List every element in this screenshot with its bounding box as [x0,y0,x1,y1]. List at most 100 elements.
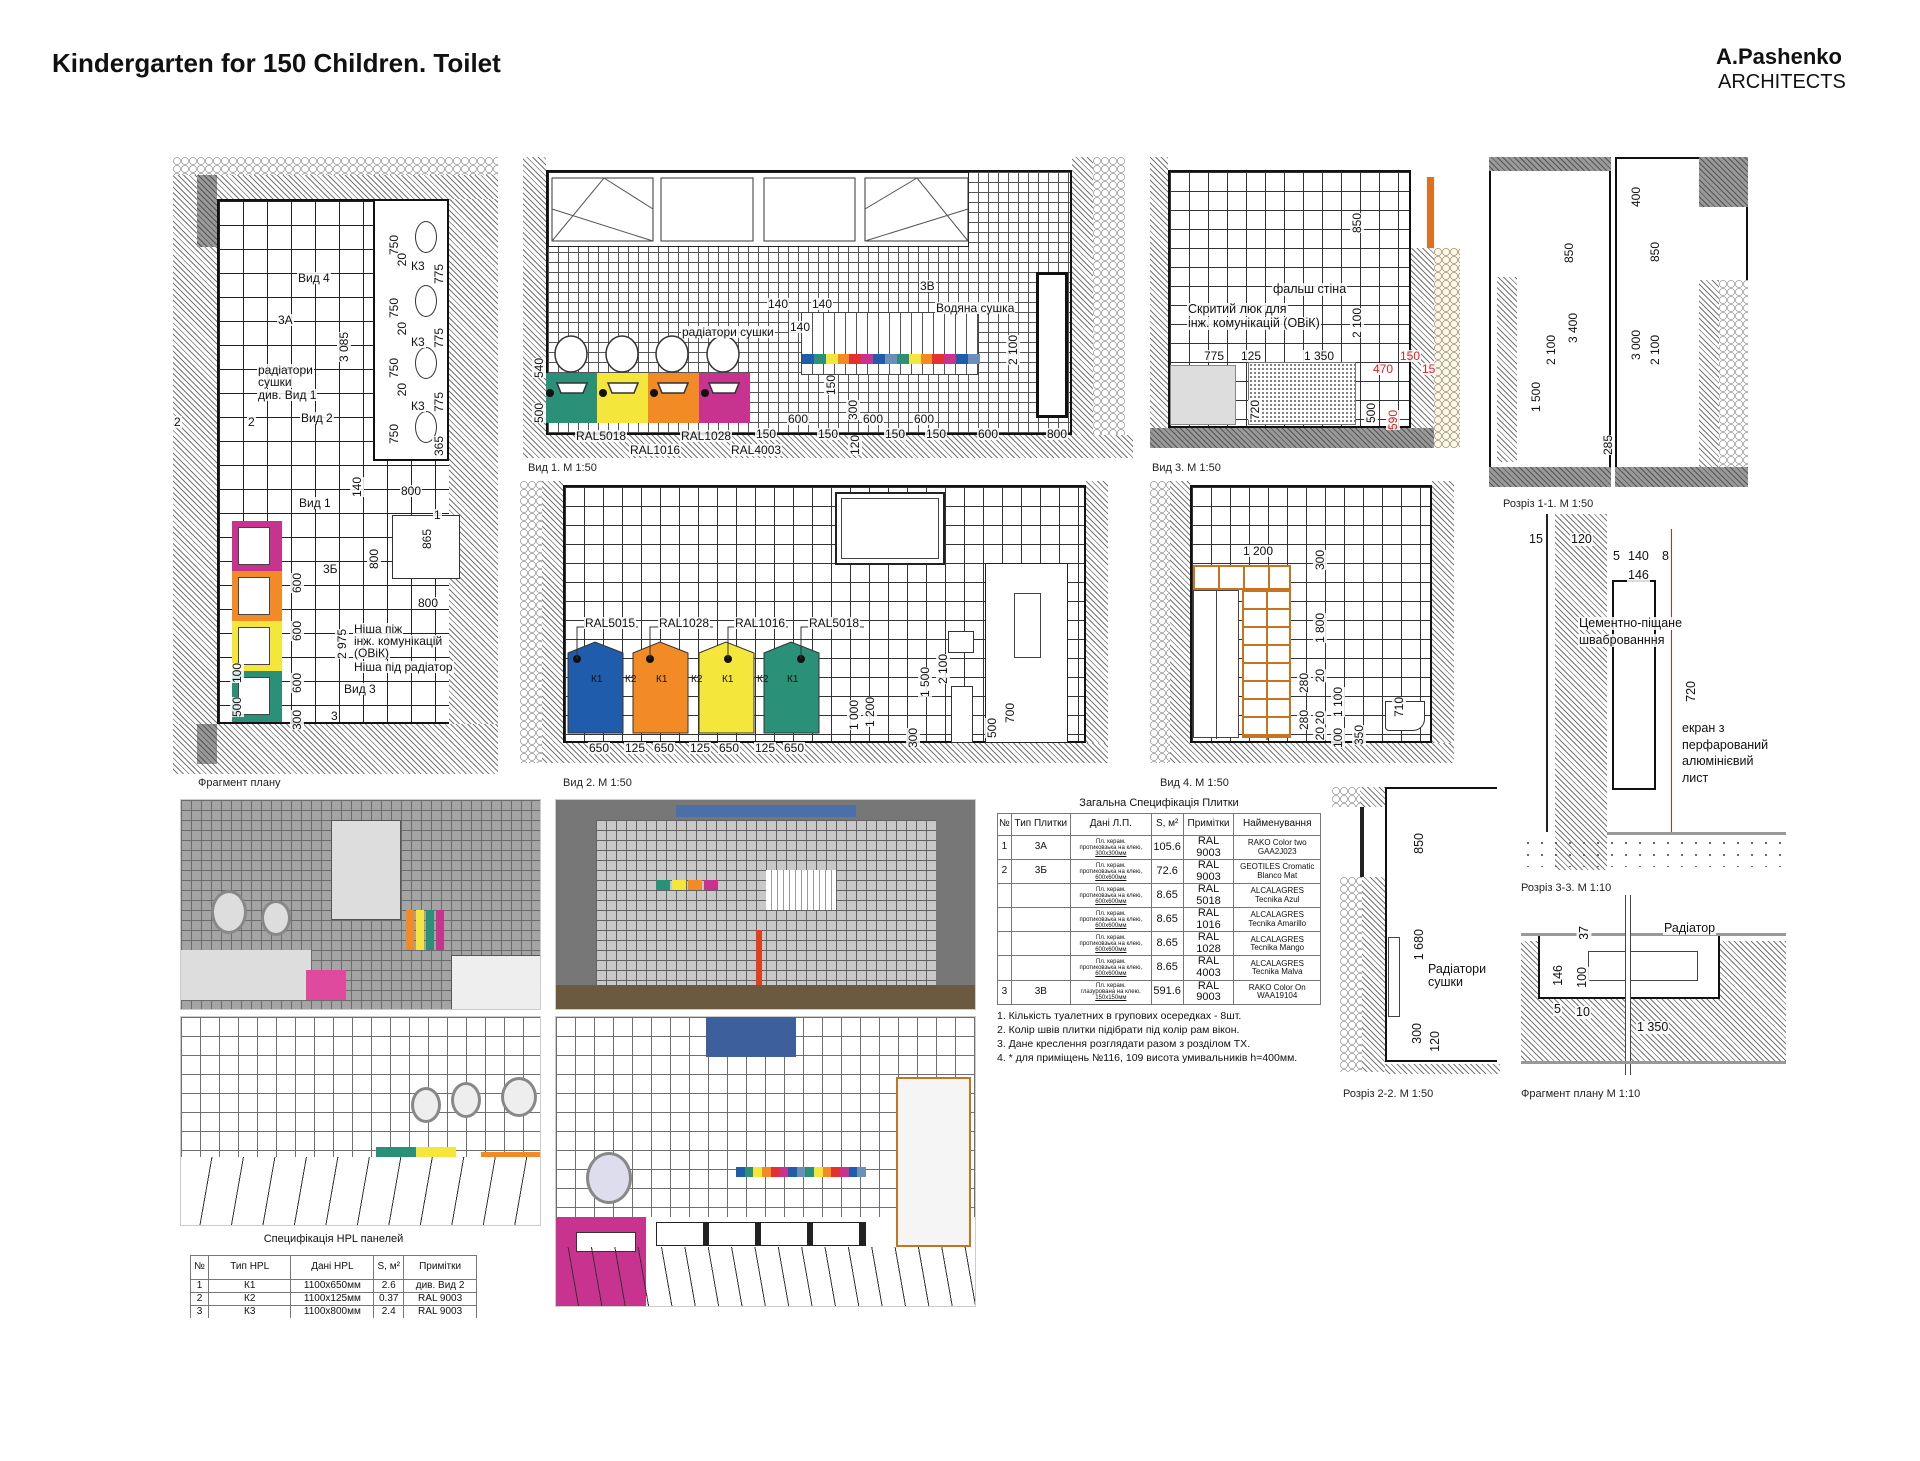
cell-data: Пл. керам.протиковзька на клею,600x600мм [1069,859,1152,885]
dryer-color-segment [840,1167,849,1177]
note: 4. * для приміщень №116, 109 висота умив… [997,1052,1298,1064]
column-header: Тип HPL [207,1255,292,1280]
dimension-label: 500 [532,403,546,424]
architect-logo-name: A.Pashenko [1716,44,1842,69]
dryer-color-segment [896,354,909,364]
annotation-label: Вид 3 [343,682,377,696]
dimension-label: 150 [817,427,840,441]
dimension-label: 600 [977,427,1000,441]
annotation-label: Водяна сушка [935,301,1016,315]
table-row: Пл. керам.протиковзька на клею,600x600мм… [997,955,1321,981]
dimension-label: 710 [1392,697,1406,718]
cell-number [997,955,1012,981]
annotation-label: RAL1016 [629,443,682,457]
cell-data-line: Пл. керам. [1096,838,1126,845]
dryer-color-segment [796,1167,806,1177]
dimension-label: 3 [330,709,339,723]
column-header: Тип Плитки [1010,813,1071,836]
annotation-label: Ніша піж [353,622,404,636]
dimension-label: 3А [277,313,294,327]
dryer-color-segment [956,354,969,364]
cell-area: 8.65 [1150,955,1184,981]
cell-name-line: Tecnika Malva [1251,967,1303,977]
dimension-label: 775 [432,328,446,349]
dimension-label: 20 [395,322,409,336]
column-header: Примітки [1182,813,1235,836]
annotation-label: К2 [757,674,769,685]
dimension-label: 1 000 [847,700,861,731]
table-row: Пл. керам.протиковзька на клею,600x600мм… [997,907,1321,933]
cell-data: Пл. керам.протиковзька на клею,600x600мм [1069,955,1152,981]
cell-note: RAL 4003 [1182,955,1235,981]
dimension-label: 140 [789,320,812,334]
cell-data-line: Пл. керам. [1096,910,1126,917]
cell-data-line: Пл. керам. [1096,862,1126,869]
dimension-label: 2 100 [1350,308,1364,339]
urinal-icon [415,347,437,379]
cell-data-line: 150x150мм [1095,995,1127,1002]
annotation-label: радіатори сушки [681,325,775,339]
cell-area: 8.65 [1150,931,1184,957]
cell-data-line: протиковзька на клею, [1079,916,1143,923]
view3-caption: Вид 3. М 1:50 [1152,462,1221,474]
render-toilet-3 [180,1016,541,1226]
cell-data: Пл. керам.глазурована на клею,150x150мм [1069,979,1152,1005]
annotation-label: сушки [1427,975,1464,989]
wall [217,175,498,199]
cell-note: RAL 9003 [403,1292,477,1306]
cell-name-line: ALCALAGRES [1250,958,1304,968]
column-header: Найменування [1233,813,1321,836]
dimension-label: 20 [395,253,409,267]
dimension-label: 800 [400,484,423,498]
cell-type [1010,883,1071,909]
cell-data-line: протиковзька на клею, [1079,940,1143,947]
window [548,172,969,247]
dimension-label: 5 [1612,549,1621,563]
view4-caption: Вид 4. М 1:50 [1160,777,1229,789]
cell-type: 3В [1010,979,1071,1005]
section-2-2-caption: Розріз 2-2. М 1:50 [1343,1088,1434,1100]
dimension-label: 8 [1661,549,1670,563]
dimension-label: 3 000 [1629,330,1643,361]
dimension-label: 300 [1410,1023,1425,1044]
tile-spec-table: № Тип Плитки Дані Л.П. S, м² Примітки На… [997,813,1321,1005]
cell-note: RAL 1016 [1182,907,1235,933]
dimension-label: 600 [913,412,936,426]
dimension-label: 15 [1421,362,1437,376]
dimension-label: 150 [755,427,778,441]
annotation-label: радіатори [257,363,314,377]
cell-note: RAL 9003 [1182,979,1235,1005]
dryer-color-segment [873,354,886,364]
dimension-label: 1 500 [918,667,932,698]
dryer-color-segment [861,354,874,364]
annotation-label: RAL5018 [575,429,628,443]
dimension-label: 700 [1003,703,1017,724]
dimension-label: 300 [906,728,920,749]
annotation-label: Скритий люк для [1187,302,1288,316]
dryer-color-segment [753,1167,763,1177]
dimension-label: 650 [653,741,676,755]
annotation-label: перфарований [1681,738,1770,752]
cell-data-line: Пл. керам. [1096,959,1126,966]
dimension-label: 20 [1313,669,1327,683]
dimension-label: 2 [247,415,256,429]
sink-magenta [232,521,282,571]
cell-data-line: 300x300мм [1095,850,1127,857]
cell-name-line: GEOTILES Cromatic [1240,862,1315,872]
cell-s: 0.37 [373,1292,405,1306]
dimension-label: 125 [754,741,777,755]
cell-data-line: протиковзька на клею, [1079,965,1143,972]
annotation-label: RAL4003 [730,443,783,457]
cell-type: К3 [207,1305,292,1318]
cell-data-line: 600x600мм [1095,898,1127,905]
column [197,724,217,764]
wall [173,175,217,735]
mirrors-and-sinks [546,335,741,397]
